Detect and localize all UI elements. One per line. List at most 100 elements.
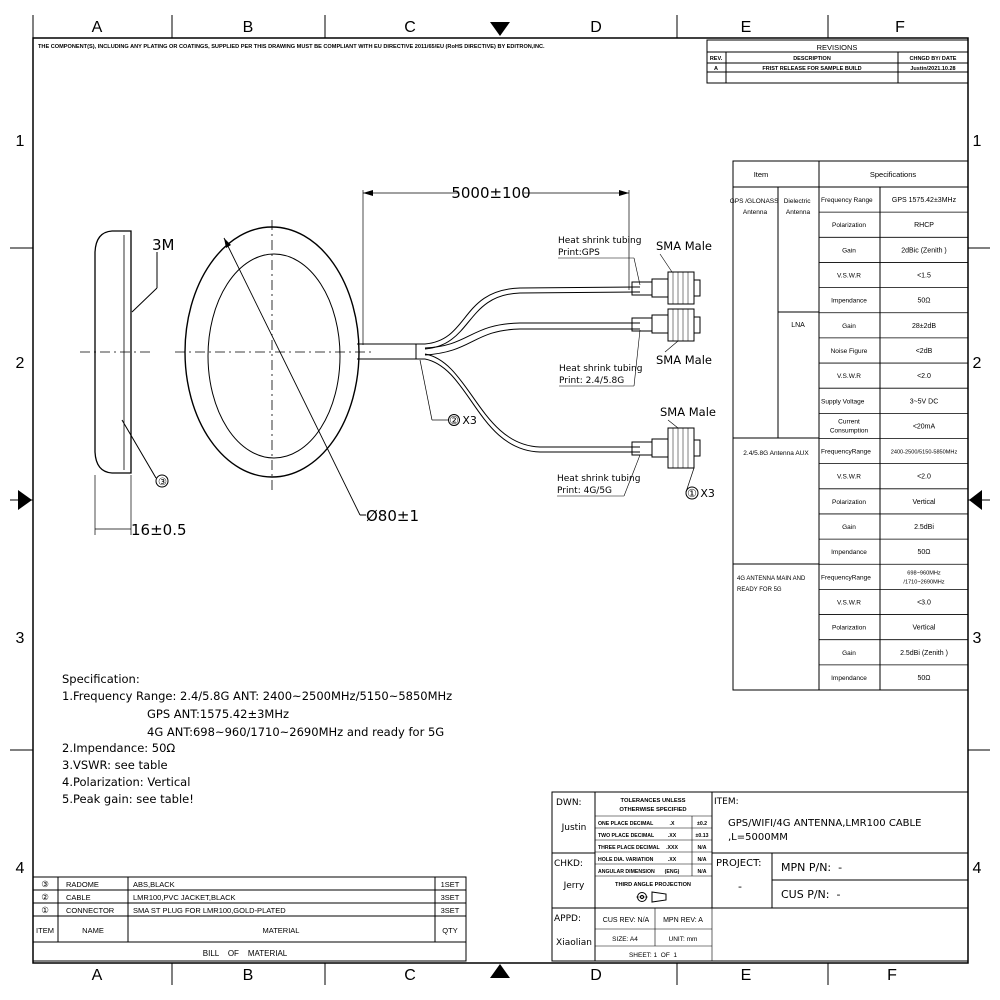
spec-sub-lna: LNA <box>791 322 805 329</box>
spec-group-wifi: 2.4/5.8G Antenna AUX <box>743 450 809 457</box>
rev-header: DESCRIPTION <box>793 56 831 62</box>
title-block: DWN: Justin CHKD: Jerry APPD: Xiaolian T… <box>551 791 969 962</box>
connector-wifi <box>631 308 701 342</box>
mpn-pn: MPN P/N: - <box>781 861 842 874</box>
item-line: GPS/WIFI/4G ANTENNA,LMR100 CABLE <box>728 818 921 829</box>
cus-rev: CUS REV: N/A <box>603 917 650 924</box>
bom-cell: CONNECTOR <box>66 906 115 915</box>
col-label-bottom: A <box>92 967 103 984</box>
adhesive-label: 3M <box>152 236 175 254</box>
tube-label: Print: 4G/5G <box>557 486 612 496</box>
spec-sub-dielectric: Dielectric Antenna <box>784 198 813 216</box>
spec-value: <20mA <box>913 423 936 430</box>
project-label: PROJECT: <box>716 858 761 869</box>
spec-value: <2dB <box>916 348 933 355</box>
tube-label: Print: 2.4/5.8G <box>559 376 624 386</box>
tolerance-code: .XX <box>668 857 677 863</box>
diameter-dim: Ø80±1 <box>366 507 419 525</box>
tolerance-label: ANGULAR DIMENSION <box>598 869 655 875</box>
tolerance-value: ±0.13 <box>696 833 709 839</box>
bom-header: NAME <box>82 926 104 935</box>
spec-param: Polarization <box>832 625 866 632</box>
project-value: - <box>738 880 742 893</box>
appd-label: APPD: <box>554 914 581 924</box>
bom-cell: CABLE <box>66 893 91 902</box>
col-label-bottom: E <box>741 967 752 984</box>
row-label-right: 1 <box>973 133 982 150</box>
row-label-left: 2 <box>16 355 25 372</box>
tolerance-label: HOLE DIA. VARIATION <box>598 857 654 863</box>
chkd-value: Jerry <box>563 881 585 891</box>
appd-value: Xiaolian <box>556 938 592 948</box>
spec-value: 698~960MHz/1710~2690MHz <box>903 570 944 585</box>
spec-value: 2dBic (Zenith ) <box>901 247 947 254</box>
col-label-bottom: D <box>590 967 602 984</box>
row-label-left: 3 <box>16 630 25 647</box>
spec-group-cell: 4G ANTENNA MAIN AND READY FOR 5G <box>737 576 807 593</box>
chkd-label: CHKD: <box>554 859 583 869</box>
sma-label: SMA Male <box>656 239 712 253</box>
col-label-top: B <box>243 19 254 36</box>
thickness-dim: 16±0.5 <box>131 521 187 539</box>
spec-value: Vertical <box>913 625 936 632</box>
cable-callout: ② X3 <box>449 414 477 427</box>
spec-value: <2.0 <box>917 474 931 481</box>
spec-param: Gain <box>842 650 856 657</box>
connector-cell <box>631 427 701 469</box>
col-label-top: F <box>895 19 905 36</box>
spec-group-gps: GPS /GLONASS Antenna <box>730 198 781 216</box>
spec-param: Gain <box>842 524 856 531</box>
revisions-block: REVISIONS REV. DESCRIPTION CHNGD BY/ DAT… <box>706 39 969 84</box>
cus-pn: CUS P/N: - <box>781 888 840 901</box>
connector-gps <box>631 271 701 305</box>
sma-label: SMA Male <box>656 353 712 367</box>
col-label-top: C <box>404 19 416 36</box>
row-label-right: 2 <box>973 355 982 372</box>
drawing-frame: A B C D E F A B C D E F 1 2 3 4 1 2 3 4 … <box>10 15 990 985</box>
sma-label: SMA Male <box>660 405 716 419</box>
spec-param: Supply Voltage <box>821 398 865 405</box>
bom-header: MATERIAL <box>263 926 300 935</box>
third-angle-projection-icon <box>636 891 667 903</box>
mpn-rev: MPN REV: A <box>663 917 703 924</box>
tolerance-value: N/A <box>698 869 707 875</box>
spec-param: Noise Figure <box>831 348 868 355</box>
spec-value: 2.5dBi <box>914 524 934 531</box>
item-line: ,L=5000MM <box>728 832 788 843</box>
col-label-bottom: C <box>404 967 416 984</box>
bom-cell: 3SET <box>441 893 460 902</box>
unit-value: UNIT: mm <box>669 936 698 943</box>
bom-header: QTY <box>442 926 457 935</box>
spec-note-line: Specification: <box>62 672 140 686</box>
rev-cell: FRIST RELEASE FOR SAMPLE BUILD <box>762 66 861 72</box>
spec-param: FrequencyRange <box>821 574 871 581</box>
compliance-note: THE COMPONENT(S), INCLUDING ANY PLATING … <box>38 44 545 50</box>
spec-param: V.S.W.R <box>837 273 861 280</box>
spec-value: 50Ω <box>917 298 930 305</box>
spec-param: Impendance <box>831 675 867 682</box>
spec-param: Frequency Range <box>821 197 873 204</box>
bom-cell: SMA ST PLUG FOR LMR100,GOLD-PLATED <box>133 906 286 915</box>
size-value: SIZE: A4 <box>612 936 638 943</box>
col-label-top: D <box>590 19 602 36</box>
col-label-bottom: F <box>887 967 897 984</box>
spec-value: 50Ω <box>917 549 930 556</box>
bom-cell: ABS,BLACK <box>133 880 175 889</box>
tolerance-code: .X <box>670 821 675 827</box>
spec-param: Polarization <box>832 499 866 506</box>
spec-note-line: 5.Peak gain: see table! <box>62 792 194 806</box>
cable-length-dim: 5000±100 <box>451 184 530 202</box>
tube-label: Print:GPS <box>558 248 600 258</box>
bom-cell: ③ <box>41 879 49 889</box>
col-label-bottom: B <box>243 967 254 984</box>
spec-header-spec: Specifications <box>870 170 917 179</box>
spec-param: V.S.W.R <box>837 474 861 481</box>
spec-value: <1.5 <box>917 273 931 280</box>
tolerance-title: TOLERANCES UNLESS <box>621 798 686 804</box>
spec-note-line: 2.Impendance: 50Ω <box>62 741 175 755</box>
rev-header: CHNGD BY/ DATE <box>910 56 957 62</box>
col-label-top: A <box>92 19 103 36</box>
item-label: ITEM: <box>714 797 739 807</box>
